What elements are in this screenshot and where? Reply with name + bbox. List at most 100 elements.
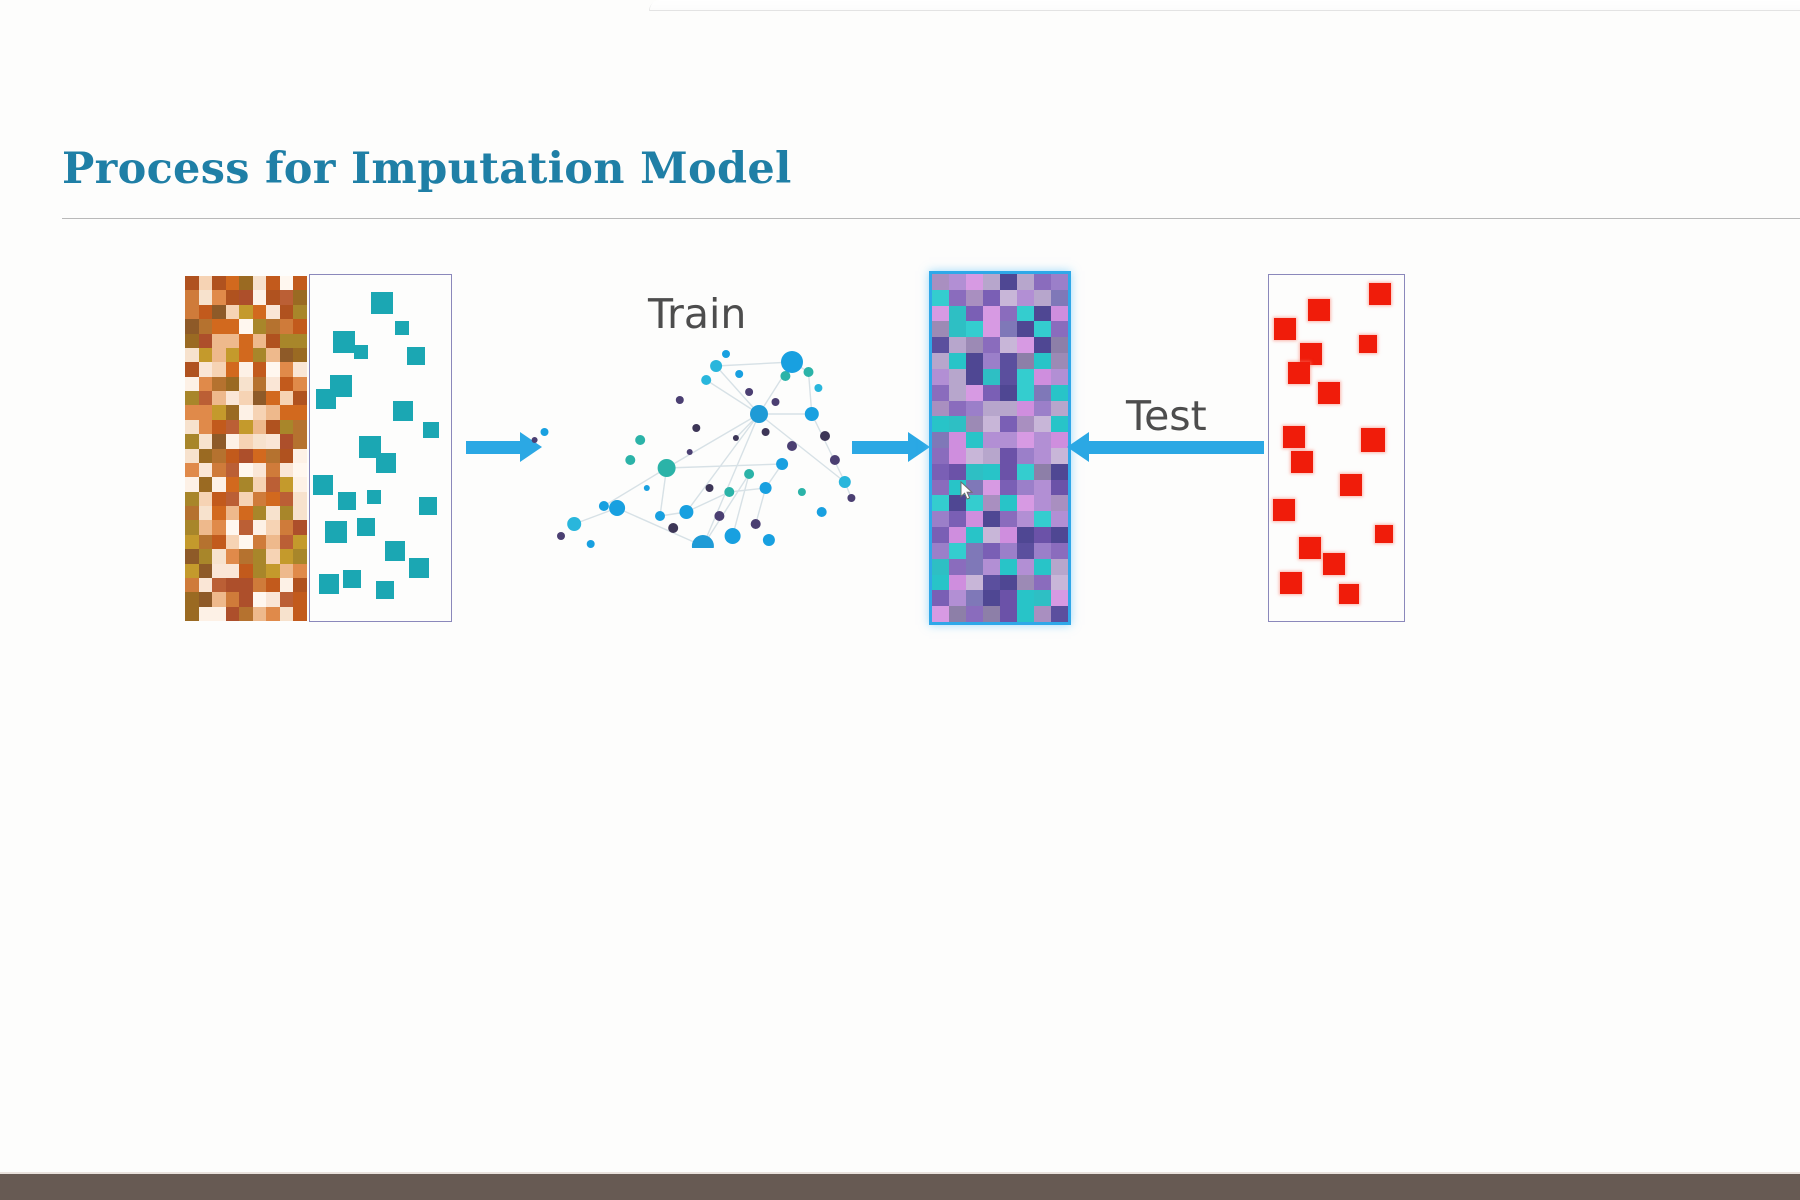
- matrix-cell: [225, 549, 240, 564]
- matrix-cell: [252, 563, 267, 578]
- mask-marker: [1280, 572, 1302, 594]
- matrix-cell: [1034, 400, 1051, 417]
- matrix-cell: [293, 563, 307, 578]
- matrix-cell: [293, 477, 307, 492]
- matrix-cell: [1051, 542, 1068, 559]
- matrix-cell: [932, 289, 949, 306]
- matrix-cell: [1017, 542, 1034, 559]
- matrix-cell: [239, 304, 253, 320]
- matrix-cell: [1051, 574, 1068, 591]
- matrix-cell: [983, 558, 1000, 575]
- graph-node: [679, 505, 694, 519]
- matrix-cell: [983, 384, 1000, 401]
- matrix-cell: [932, 337, 949, 354]
- graph-node: [540, 428, 549, 436]
- matrix-cell: [1034, 321, 1051, 338]
- matrix-cell: [212, 276, 226, 291]
- matrix-cell: [949, 384, 966, 401]
- mask-marker: [423, 422, 439, 438]
- data-to-model-arrow: [466, 432, 542, 462]
- matrix-cell: [949, 448, 966, 464]
- matrix-cell: [966, 384, 983, 401]
- graph-edge: [686, 491, 730, 513]
- neural-network-graph: [531, 350, 856, 548]
- matrix-cell: [983, 289, 1000, 306]
- matrix-cell: [966, 416, 983, 433]
- matrix-cell: [266, 419, 280, 435]
- matrix-cell: [949, 368, 966, 385]
- matrix-cell: [1017, 574, 1034, 591]
- matrix-cell: [198, 534, 213, 550]
- matrix-cell: [279, 563, 294, 578]
- matrix-cell: [185, 362, 199, 377]
- matrix-cell: [983, 463, 1000, 480]
- mask-marker: [1323, 553, 1345, 575]
- matrix-cell: [983, 511, 1000, 528]
- matrix-cell: [949, 400, 966, 417]
- matrix-cell: [239, 549, 253, 564]
- matrix-cell: [932, 558, 949, 575]
- graph-node: [787, 441, 797, 451]
- matrix-cell: [279, 319, 294, 334]
- matrix-cell: [225, 405, 240, 420]
- matrix-cell: [949, 416, 966, 433]
- matrix-cell: [212, 405, 226, 420]
- matrix-cell: [1034, 448, 1051, 464]
- mask-marker: [385, 541, 405, 561]
- matrix-cell: [1051, 590, 1068, 607]
- mask-marker: [325, 521, 347, 543]
- graph-node: [655, 511, 665, 521]
- matrix-cell: [198, 319, 213, 334]
- matrix-cell: [1034, 527, 1051, 543]
- matrix-cell: [252, 592, 267, 607]
- matrix-cell: [185, 506, 199, 521]
- matrix-cell: [1034, 495, 1051, 512]
- matrix-cell: [185, 491, 199, 506]
- matrix-cell: [932, 321, 949, 338]
- matrix-cell: [1000, 527, 1017, 543]
- matrix-cell: [1017, 527, 1034, 543]
- matrix-cell: [983, 495, 1000, 512]
- graph-edge: [715, 365, 760, 415]
- graph-edge: [666, 463, 783, 469]
- matrix-cell: [185, 290, 199, 305]
- graph-node: [744, 469, 755, 479]
- matrix-cell: [1000, 590, 1017, 607]
- matrix-cell: [239, 405, 253, 420]
- matrix-cell: [225, 477, 240, 492]
- matrix-cell: [1000, 495, 1017, 512]
- matrix-cell: [266, 520, 280, 535]
- mask-marker: [343, 570, 361, 588]
- graph-node: [776, 458, 789, 470]
- matrix-cell: [1034, 368, 1051, 385]
- matrix-cell: [266, 347, 280, 363]
- matrix-cell: [279, 577, 294, 593]
- matrix-cell: [983, 274, 1000, 290]
- matrix-cell: [1017, 495, 1034, 512]
- matrix-cell: [185, 592, 199, 607]
- test-comparison-arrow: [1067, 432, 1264, 462]
- graph-node: [714, 511, 725, 521]
- matrix-cell: [279, 376, 294, 391]
- matrix-cell: [266, 276, 280, 291]
- mask-marker: [395, 321, 409, 335]
- matrix-cell: [966, 574, 983, 591]
- matrix-cell: [266, 362, 280, 377]
- graph-edge: [755, 487, 767, 525]
- matrix-cell: [293, 290, 307, 305]
- matrix-cell: [185, 319, 199, 334]
- purple-imputed-matrix: [932, 274, 1068, 622]
- matrix-cell: [212, 520, 226, 535]
- matrix-cell: [252, 304, 267, 320]
- title-divider: [62, 218, 1800, 219]
- matrix-cell: [966, 274, 983, 290]
- matrix-cell: [266, 606, 280, 621]
- matrix-cell: [185, 333, 199, 348]
- matrix-cell: [239, 477, 253, 492]
- matrix-cell: [983, 321, 1000, 338]
- mask-marker: [376, 581, 394, 599]
- matrix-cell: [949, 495, 966, 512]
- matrix-cell: [279, 333, 294, 348]
- mask-marker: [313, 475, 333, 495]
- matrix-cell: [949, 321, 966, 338]
